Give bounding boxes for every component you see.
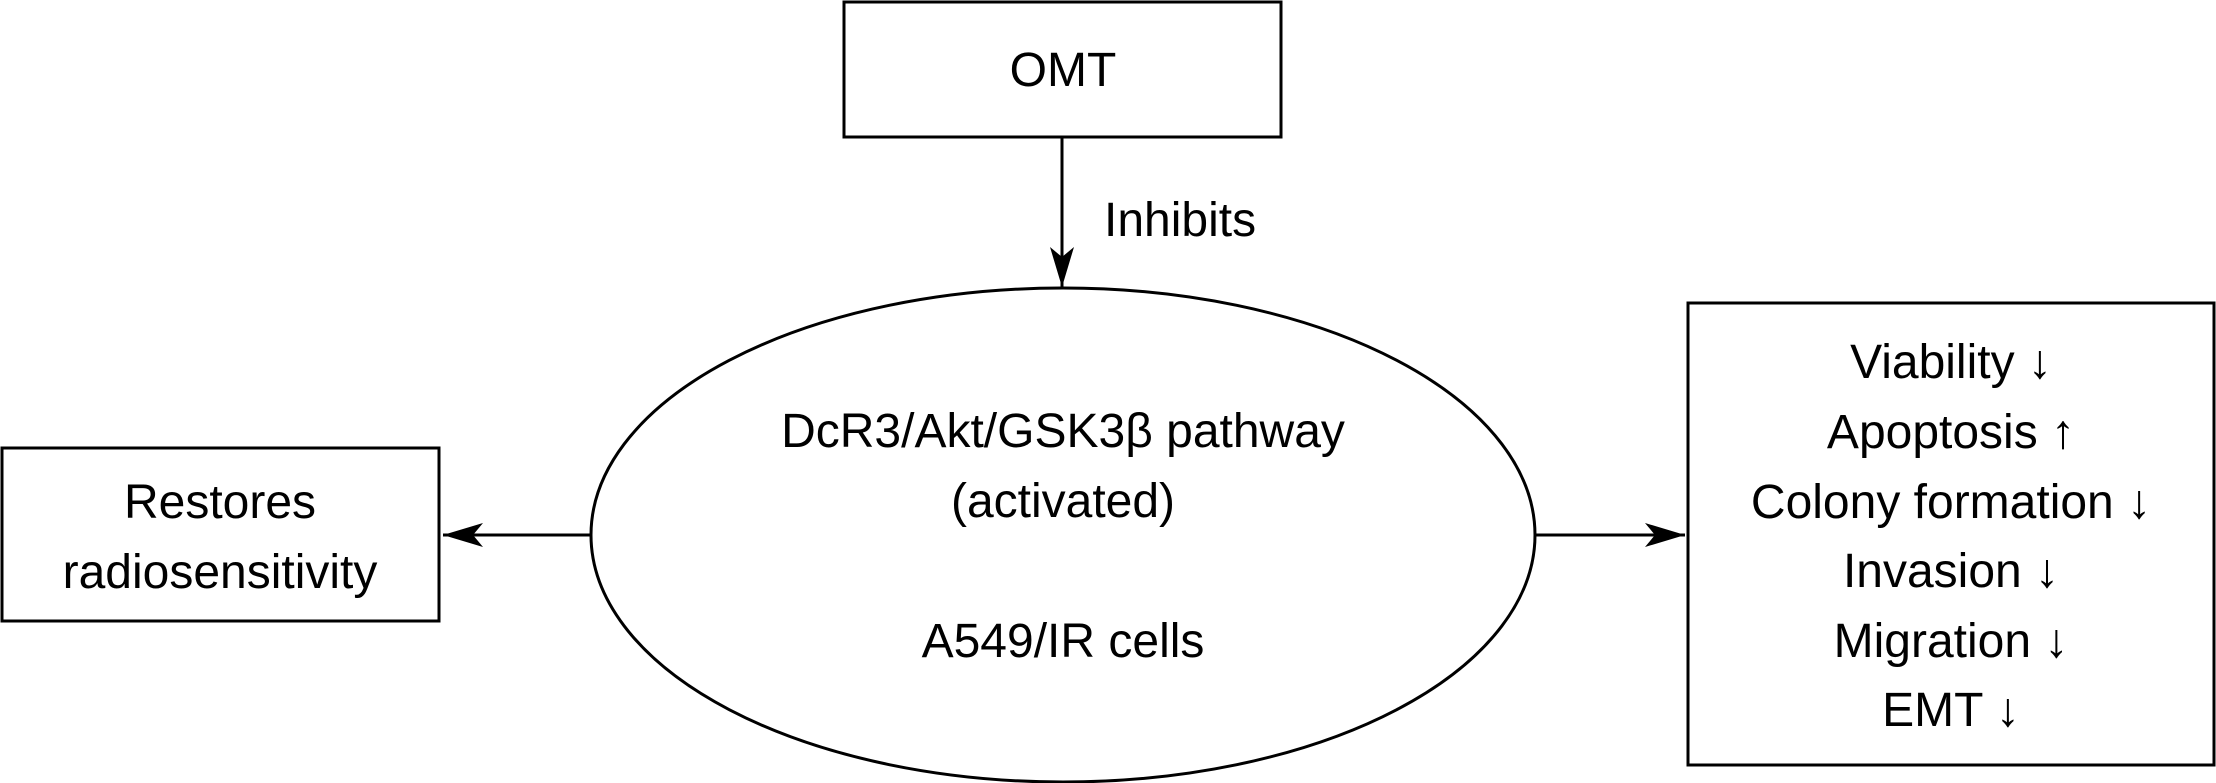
restores-label-line2: radiosensitivity — [63, 546, 378, 599]
pathway-status-label: (activated) — [951, 475, 1175, 528]
omt-label: OMT — [1010, 44, 1117, 97]
cells-label: A549/IR cells — [922, 615, 1205, 668]
inhibits-label: Inhibits — [1104, 194, 1256, 247]
effect-item: Invasion ↓ — [1843, 545, 2059, 598]
pathway-label: DcR3/Akt/GSK3β pathway — [781, 405, 1345, 458]
effect-item: EMT ↓ — [1882, 684, 2020, 737]
inhibits-edge: Inhibits — [1050, 137, 1256, 287]
effect-item: Colony formation ↓ — [1751, 476, 2151, 529]
restores-box — [0, 446, 441, 623]
restores-node: Restores radiosensitivity — [0, 446, 441, 623]
effect-item: Migration ↓ — [1834, 615, 2069, 668]
effect-item: Viability ↓ — [1850, 336, 2052, 389]
restores-label-line1: Restores — [124, 476, 316, 529]
pathway-ellipse — [589, 286, 1537, 783]
pathway-node: DcR3/Akt/GSK3β pathway (activated) A549/… — [589, 286, 1537, 783]
omt-box — [842, 0, 1283, 139]
effects-box — [1686, 301, 2216, 767]
omt-node: OMT — [842, 0, 1283, 139]
effects-node: Viability ↓ Apoptosis ↑ Colony formation… — [1686, 301, 2216, 767]
effect-item: Apoptosis ↑ — [1827, 406, 2075, 459]
